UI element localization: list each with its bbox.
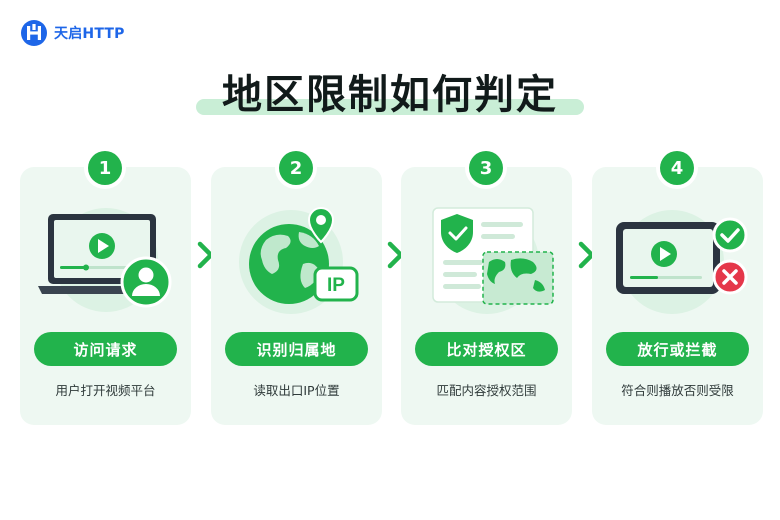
step-description: 用户打开视频平台 (55, 383, 156, 398)
ip-tag: IP (327, 275, 345, 296)
step-description: 匹配内容授权范围 (436, 383, 537, 398)
step-number-badge: 1 (88, 151, 122, 185)
step-label: 访问请求 (34, 332, 177, 366)
step-description: 读取出口IP位置 (253, 383, 340, 398)
shield-document-map-icon (432, 207, 554, 314)
brand-logo-icon (21, 20, 47, 46)
laptop-video-user-icon (38, 208, 172, 312)
monitor-allow-deny-icon (616, 210, 748, 314)
step-number-badge: 4 (660, 151, 694, 185)
step-description: 符合则播放否则受限 (621, 383, 734, 398)
brand-name: 天启HTTP (54, 26, 125, 42)
brand-logo: 天启HTTP (20, 19, 125, 47)
step-number-badge: 2 (279, 151, 313, 185)
step-label: 识别归属地 (225, 332, 368, 366)
step-number-badge: 3 (469, 151, 503, 185)
title-highlight (196, 99, 584, 115)
step-label: 比对授权区 (415, 332, 558, 366)
page-title: 地区限制如何判定 (222, 72, 558, 118)
globe-location-ip-icon: IP (239, 206, 359, 314)
step-label: 放行或拦截 (606, 332, 749, 366)
